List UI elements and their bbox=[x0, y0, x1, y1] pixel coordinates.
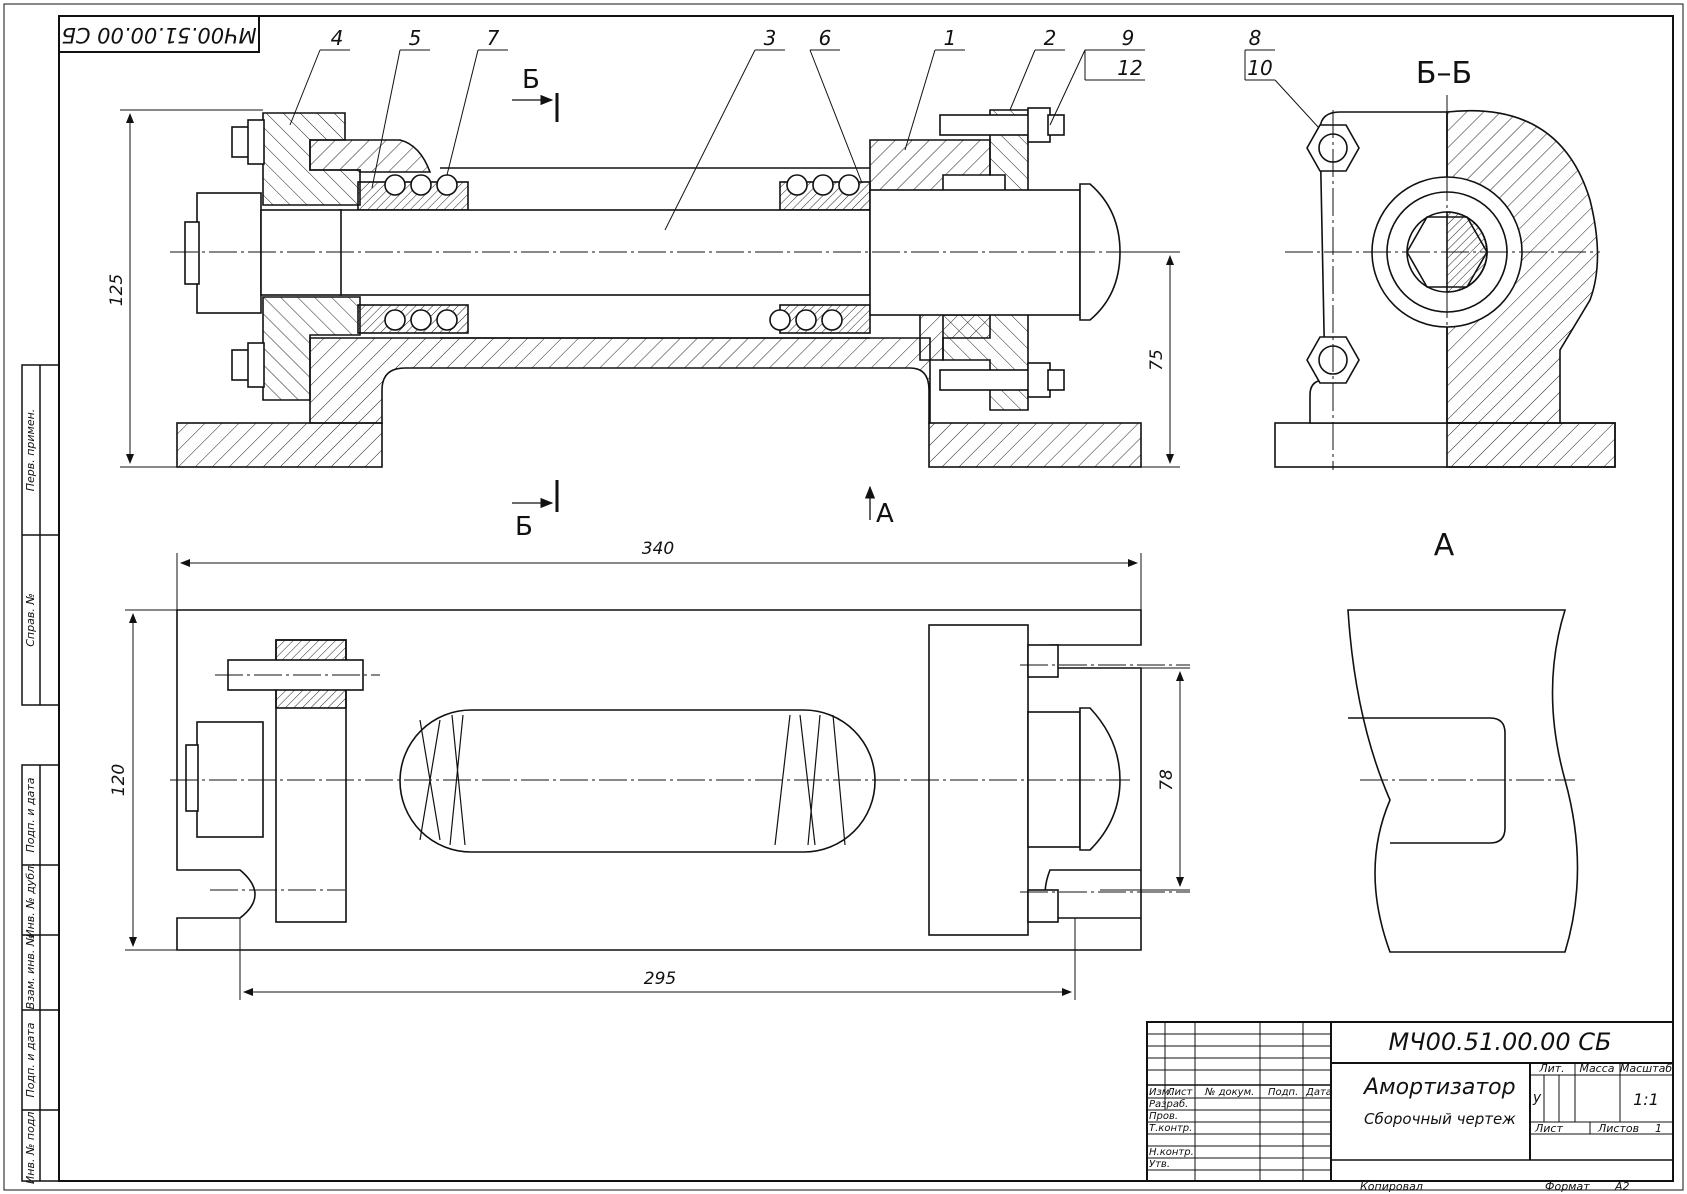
stud-right-top bbox=[939, 107, 1065, 143]
callout-1: 1 bbox=[944, 26, 957, 50]
row-nkontr: Н.контр. bbox=[1149, 1147, 1194, 1158]
row-prov: Пров. bbox=[1149, 1111, 1178, 1122]
title-block-grid bbox=[1146, 1021, 1674, 1182]
front-dimensions bbox=[120, 109, 1180, 468]
base-left bbox=[176, 422, 383, 468]
view-arrow-a-letter: А bbox=[876, 499, 894, 529]
scale-value: 1:1 bbox=[1633, 1090, 1659, 1109]
row-utv: Утв. bbox=[1149, 1159, 1170, 1170]
side-label: Подп. и дата bbox=[24, 1022, 37, 1097]
callout-8: 8 bbox=[1249, 26, 1262, 50]
flange-right-part1 bbox=[869, 139, 991, 196]
section-marker-top bbox=[512, 93, 559, 122]
bb-bolt-top bbox=[1306, 124, 1360, 172]
callout-6: 6 bbox=[819, 26, 832, 50]
sheet-label: Лист bbox=[1534, 1122, 1563, 1135]
callout-3: 3 bbox=[764, 26, 777, 50]
sheets-label: Листов bbox=[1597, 1122, 1639, 1135]
cover-left-lower bbox=[262, 296, 361, 401]
section-bb-view bbox=[1274, 109, 1616, 468]
title-doc-type: Сборочный чертеж bbox=[1364, 1110, 1516, 1128]
callout-12: 12 bbox=[1117, 56, 1142, 80]
callout-5: 5 bbox=[409, 26, 422, 50]
col-podp: Подп. bbox=[1268, 1087, 1298, 1098]
bolt-left-top bbox=[231, 119, 265, 165]
side-label: Инв. № подл. bbox=[24, 1108, 37, 1184]
title-designation: МЧ00.51.00.00 СБ bbox=[1388, 1028, 1611, 1056]
top-center-lines bbox=[170, 664, 1190, 893]
housing-body bbox=[309, 337, 931, 424]
side-label: Подп. и дата bbox=[24, 777, 37, 852]
base-right bbox=[928, 422, 1142, 468]
col-ndoc: № докум. bbox=[1204, 1087, 1254, 1098]
top-stud-right-top bbox=[1027, 644, 1059, 678]
lit-label: Лит. bbox=[1538, 1062, 1564, 1075]
section-letter-top: Б bbox=[522, 65, 540, 95]
side-label: Инв. № дубл. bbox=[24, 862, 37, 937]
mass-label: Масса bbox=[1579, 1062, 1614, 1075]
callout-2: 2 bbox=[1044, 26, 1057, 50]
bb-base-hatched bbox=[1446, 422, 1616, 468]
top-dimensions bbox=[125, 553, 1190, 1000]
callout-10: 10 bbox=[1247, 56, 1272, 80]
left-side-labels: Перв. примен. Справ. № Подп. и дата Инв.… bbox=[24, 409, 37, 1184]
top-window bbox=[399, 709, 876, 853]
view-a bbox=[1347, 609, 1579, 953]
dim-120: 120 bbox=[109, 764, 129, 796]
bb-center-lines bbox=[1285, 95, 1600, 470]
callout-7: 7 bbox=[487, 26, 500, 50]
rotated-designation-stamp: МЧ00.51.00.00 СБ bbox=[58, 15, 260, 53]
bolt-left-bottom bbox=[231, 342, 265, 388]
spring-coils bbox=[384, 174, 860, 331]
nut-left-tip bbox=[184, 221, 200, 285]
stud-right-bottom bbox=[939, 362, 1065, 398]
nut-left bbox=[196, 192, 262, 314]
callout-4: 4 bbox=[331, 26, 344, 50]
view-a-outline bbox=[1347, 609, 1579, 953]
section-letter-bottom: Б bbox=[515, 512, 533, 542]
section-title: Б–Б bbox=[1416, 56, 1472, 91]
scale-label: Масштаб bbox=[1620, 1062, 1672, 1075]
view-a-title: А bbox=[1434, 528, 1455, 563]
callout-numbers: 4 5 7 3 6 1 2 9 12 8 10 bbox=[331, 26, 1273, 80]
side-label: Взам. инв. № bbox=[24, 935, 37, 1010]
front-section-view bbox=[176, 107, 1142, 468]
title-name: Амортизатор bbox=[1362, 1075, 1516, 1100]
row-tkontr: Т.контр. bbox=[1149, 1123, 1192, 1134]
row-razrab: Разраб. bbox=[1149, 1098, 1188, 1110]
col-list: Лист bbox=[1166, 1087, 1194, 1098]
copied-label: Копировал bbox=[1360, 1180, 1423, 1193]
dim-75: 75 bbox=[1147, 349, 1167, 371]
title-block-text: МЧ00.51.00.00 СБ Амортизатор Сборочный ч… bbox=[1149, 1028, 1672, 1193]
left-side-columns bbox=[21, 364, 60, 1182]
side-label: Перв. примен. bbox=[24, 409, 37, 492]
dim-125: 125 bbox=[107, 274, 127, 306]
dim-340: 340 bbox=[642, 539, 674, 559]
format-label: Формат bbox=[1545, 1180, 1590, 1193]
sheets-value: 1 bbox=[1655, 1122, 1662, 1135]
format-value: А2 bbox=[1614, 1180, 1630, 1193]
top-nut-tip bbox=[185, 744, 199, 812]
side-label: Справ. № bbox=[24, 593, 37, 647]
housing-left-lug bbox=[309, 139, 432, 173]
dim-295: 295 bbox=[644, 969, 676, 989]
dim-78: 78 bbox=[1157, 769, 1177, 791]
col-izm: Изм. bbox=[1149, 1087, 1173, 1098]
callout-9: 9 bbox=[1122, 26, 1135, 50]
stamp-text: МЧ00.51.00.00 СБ bbox=[61, 23, 256, 47]
top-stud-right-bot bbox=[1027, 889, 1059, 923]
col-data: Дата bbox=[1305, 1087, 1332, 1098]
section-marker-bottom bbox=[512, 480, 559, 512]
lit-value: у bbox=[1532, 1090, 1542, 1106]
